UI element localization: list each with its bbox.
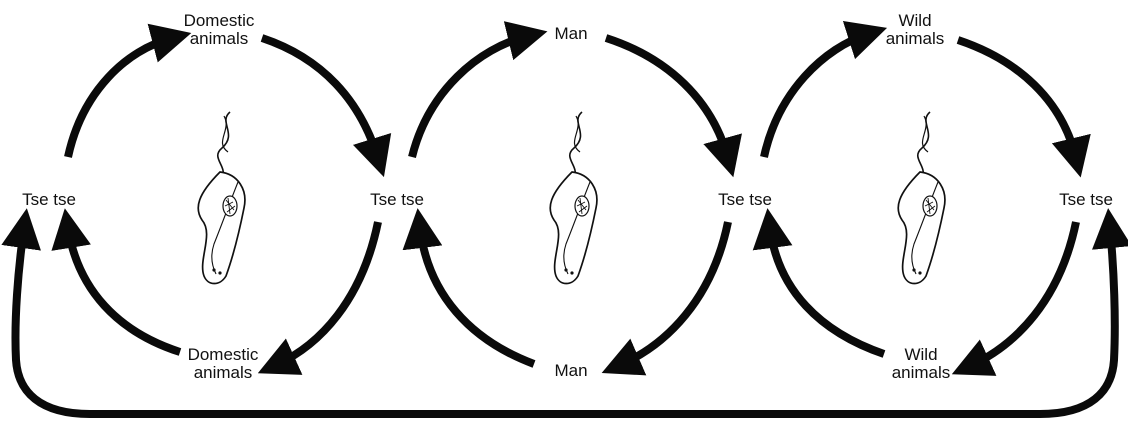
label-man-top: Man <box>536 25 606 43</box>
arrow-tsetse-to-man <box>412 36 528 157</box>
trypanosome-illustration-2 <box>550 112 597 284</box>
arrow-domestic-animals-to-tsetse-lower <box>68 228 180 352</box>
label-tsetse-1: Tse tse <box>4 191 94 209</box>
arrow-tsetse-to-domestic-animals-lower <box>276 222 378 365</box>
arrow-tsetse-to-domestic-animals <box>68 38 172 157</box>
label-tsetse-4: Tse tse <box>1046 191 1126 209</box>
arrow-tsetse-to-wild-animals-lower <box>970 222 1076 366</box>
arrow-wild-animals-to-tsetse <box>958 40 1076 158</box>
arrow-long-return-left <box>15 228 570 414</box>
arrow-man-to-tsetse <box>606 38 728 158</box>
trypanosome-illustration-3 <box>898 112 945 284</box>
label-tsetse-3: Tse tse <box>700 191 790 209</box>
arrow-man-to-tsetse-lower <box>420 228 534 364</box>
arrow-tsetse-to-man-lower <box>620 222 728 365</box>
label-tsetse-2: Tse tse <box>352 191 442 209</box>
trypanosome-illustration-1 <box>198 112 245 284</box>
arrow-wild-animals-to-tsetse-lower <box>770 228 884 354</box>
arrow-tsetse-to-wild-animals <box>764 34 868 157</box>
label-man-bottom: Man <box>536 362 606 380</box>
arrow-domestic-animals-to-tsetse <box>262 38 378 158</box>
